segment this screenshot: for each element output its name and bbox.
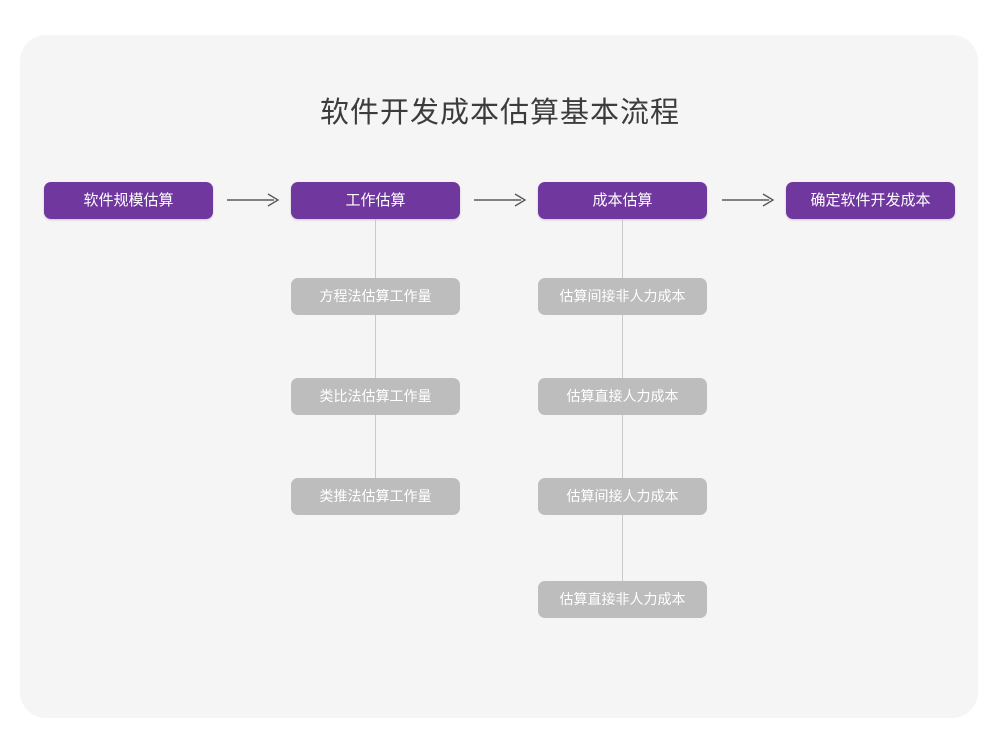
flow-node-cost-estimation[interactable]: 成本估算 <box>538 182 707 219</box>
connector-line <box>622 315 623 378</box>
flow-node-label: 工作估算 <box>345 191 406 209</box>
connector-line <box>622 219 623 278</box>
branch-node-label: 方程法估算工作量 <box>319 288 432 305</box>
flow-node-label: 软件规模估算 <box>83 191 174 209</box>
branch-node-label: 类推法估算工作量 <box>319 488 432 505</box>
branch-node-analogy-method-effort[interactable]: 类比法估算工作量 <box>291 378 460 415</box>
connector-line <box>375 415 376 478</box>
branch-node-label: 估算间接人力成本 <box>566 488 679 505</box>
flow-node-label: 确定软件开发成本 <box>810 191 931 209</box>
branch-node-label: 类比法估算工作量 <box>319 388 432 405</box>
right-arrow-icon <box>226 189 282 211</box>
diagram-card <box>20 35 978 718</box>
branch-node-direct-nonlabor-cost[interactable]: 估算直接非人力成本 <box>538 581 707 618</box>
connector-line <box>622 415 623 478</box>
connector-line <box>622 515 623 581</box>
branch-node-equation-method-effort[interactable]: 方程法估算工作量 <box>291 278 460 315</box>
branch-node-label: 估算直接非人力成本 <box>559 591 686 608</box>
page-title: 软件开发成本估算基本流程 <box>319 97 680 129</box>
flow-node-determine-development-cost[interactable]: 确定软件开发成本 <box>786 182 955 219</box>
flow-node-effort-estimation[interactable]: 工作估算 <box>291 182 460 219</box>
branch-node-analogical-method-effort[interactable]: 类推法估算工作量 <box>291 478 460 515</box>
right-arrow-icon <box>721 189 777 211</box>
branch-node-direct-labor-cost[interactable]: 估算直接人力成本 <box>538 378 707 415</box>
branch-node-label: 估算直接人力成本 <box>566 388 679 405</box>
branch-node-label: 估算间接非人力成本 <box>559 288 686 305</box>
flow-node-software-scale-estimation[interactable]: 软件规模估算 <box>44 182 213 219</box>
branch-node-indirect-labor-cost[interactable]: 估算间接人力成本 <box>538 478 707 515</box>
flow-node-label: 成本估算 <box>592 191 653 209</box>
connector-line <box>375 315 376 378</box>
right-arrow-icon <box>473 189 529 211</box>
connector-line <box>375 219 376 278</box>
branch-node-indirect-nonlabor-cost[interactable]: 估算间接非人力成本 <box>538 278 707 315</box>
